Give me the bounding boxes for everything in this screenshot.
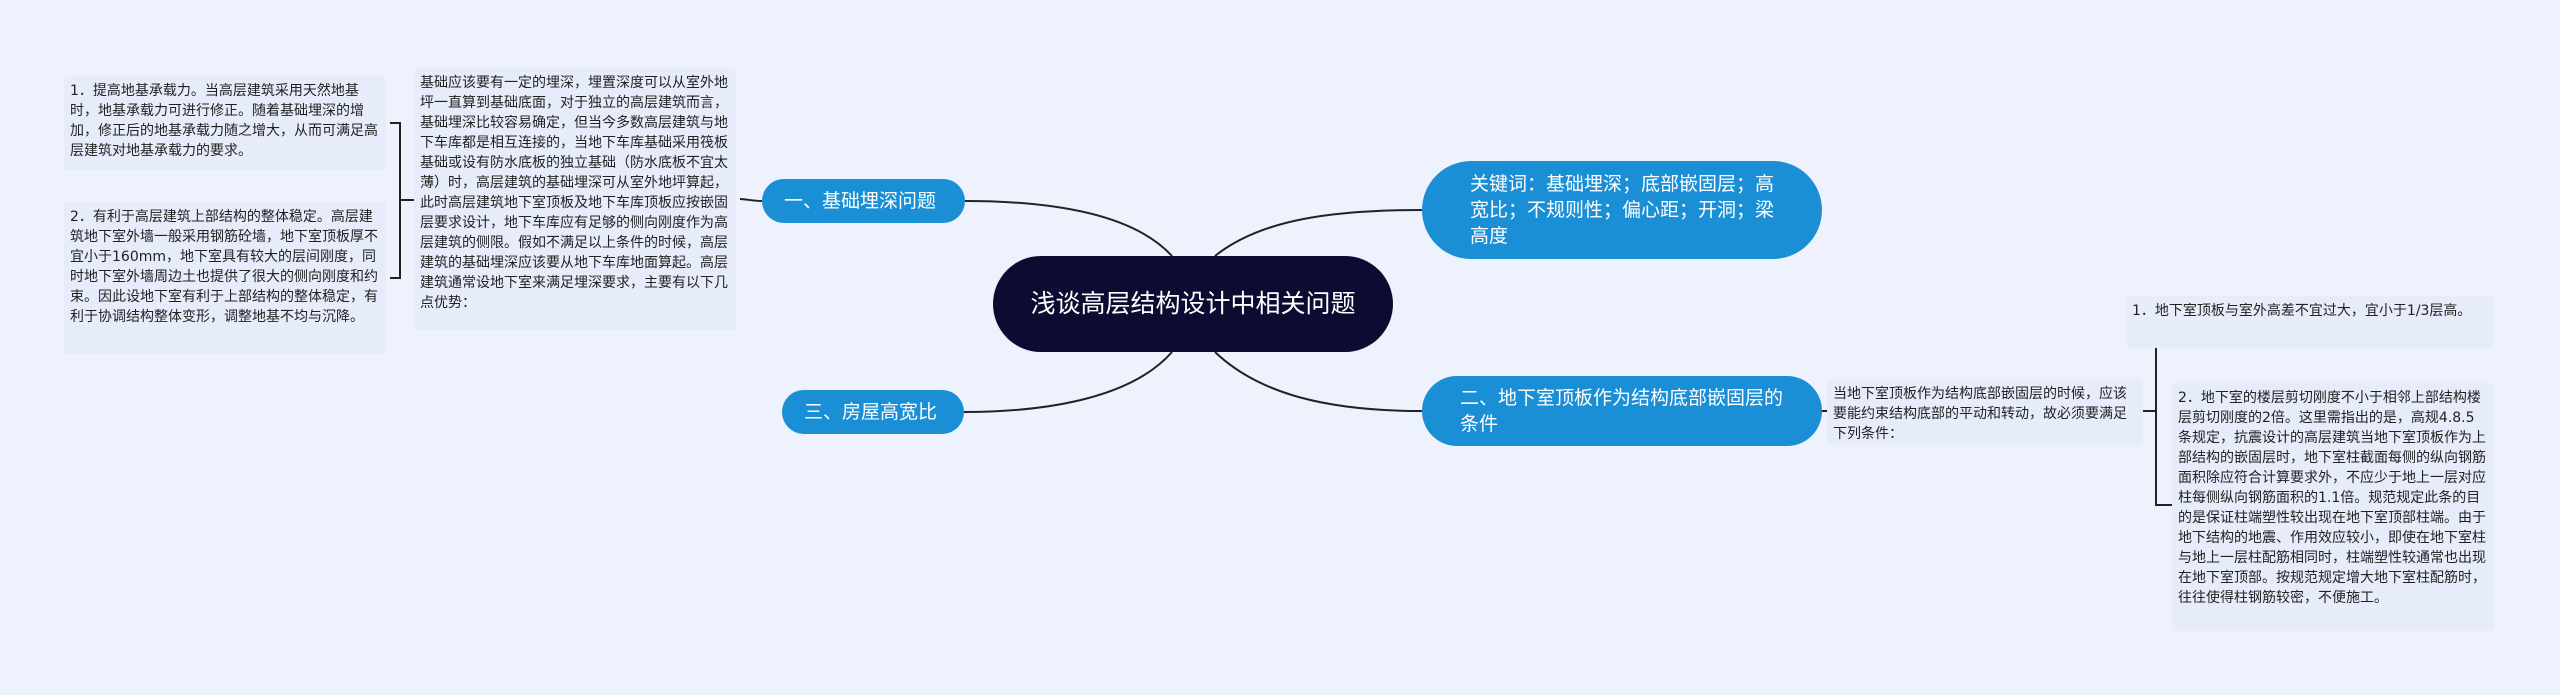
foundation-depth-description[interactable]: 基础应该要有一定的埋深，埋置深度可以从室外地坪一直算到基础底面，对于独立的高层建…	[414, 68, 736, 330]
link-root-keywords	[1214, 209, 1423, 257]
embedding-condition-1[interactable]: 1．地下室顶板与室外高差不宜过大，宜小于1/3层高。	[2126, 296, 2494, 348]
link-root-branch1	[964, 200, 1173, 257]
keywords-label: 关键词：基础埋深；底部嵌固层；高宽比；不规则性；偏心距；开洞；梁高度	[1470, 173, 1775, 247]
branch-aspect-ratio[interactable]: 三、房屋高宽比	[782, 390, 964, 434]
foundation-point-1-text: 1．提高地基承载力。当高层建筑采用天然地基时，地基承载力可进行修正。随着基础埋深…	[70, 83, 378, 159]
link-root-branch3	[963, 351, 1173, 413]
branch-basement-roof-embedding[interactable]: 二、地下室顶板作为结构底部嵌固层的条件	[1422, 376, 1822, 446]
foundation-depth-description-text: 基础应该要有一定的埋深，埋置深度可以从室外地坪一直算到基础底面，对于独立的高层建…	[420, 75, 728, 311]
branch-basement-roof-embedding-label: 二、地下室顶板作为结构底部嵌固层的条件	[1460, 387, 1784, 435]
root-topic[interactable]: 浅谈高层结构设计中相关问题	[993, 256, 1393, 352]
embedding-conditions-description-text: 当地下室顶板作为结构底部嵌固层的时候，应该要能约束结构底部的平动和转动，故必须要…	[1833, 386, 2127, 442]
bracket-branch1-points	[390, 122, 414, 279]
branch-aspect-ratio-label: 三、房屋高宽比	[804, 401, 938, 423]
embedding-condition-2-text: 2．地下室的楼层剪切刚度不小于相邻上部结构楼层剪切刚度的2倍。这里需指出的是，高…	[2178, 390, 2486, 606]
link-root-branch2	[1214, 351, 1423, 412]
link-branch1-description	[739, 198, 763, 202]
foundation-point-1[interactable]: 1．提高地基承载力。当高层建筑采用天然地基时，地基承载力可进行修正。随着基础埋深…	[64, 76, 386, 170]
branch-foundation-depth[interactable]: 一、基础埋深问题	[762, 179, 965, 223]
foundation-point-2[interactable]: 2．有利于高层建筑上部结构的整体稳定。高层建筑地下室外墙一般采用钢筋砼墙，地下室…	[64, 202, 386, 354]
embedding-condition-2[interactable]: 2．地下室的楼层剪切刚度不小于相邻上部结构楼层剪切刚度的2倍。这里需指出的是，高…	[2172, 383, 2494, 631]
foundation-point-2-text: 2．有利于高层建筑上部结构的整体稳定。高层建筑地下室外墙一般采用钢筋砼墙，地下室…	[70, 209, 378, 325]
keywords-node[interactable]: 关键词：基础埋深；底部嵌固层；高宽比；不规则性；偏心距；开洞；梁高度	[1422, 161, 1822, 259]
embedding-conditions-description[interactable]: 当地下室顶板作为结构底部嵌固层的时候，应该要能约束结构底部的平动和转动，故必须要…	[1827, 379, 2143, 445]
embedding-condition-1-text: 1．地下室顶板与室外高差不宜过大，宜小于1/3层高。	[2132, 303, 2472, 319]
root-topic-label: 浅谈高层结构设计中相关问题	[1030, 289, 1356, 318]
branch-foundation-depth-label: 一、基础埋深问题	[784, 190, 937, 212]
